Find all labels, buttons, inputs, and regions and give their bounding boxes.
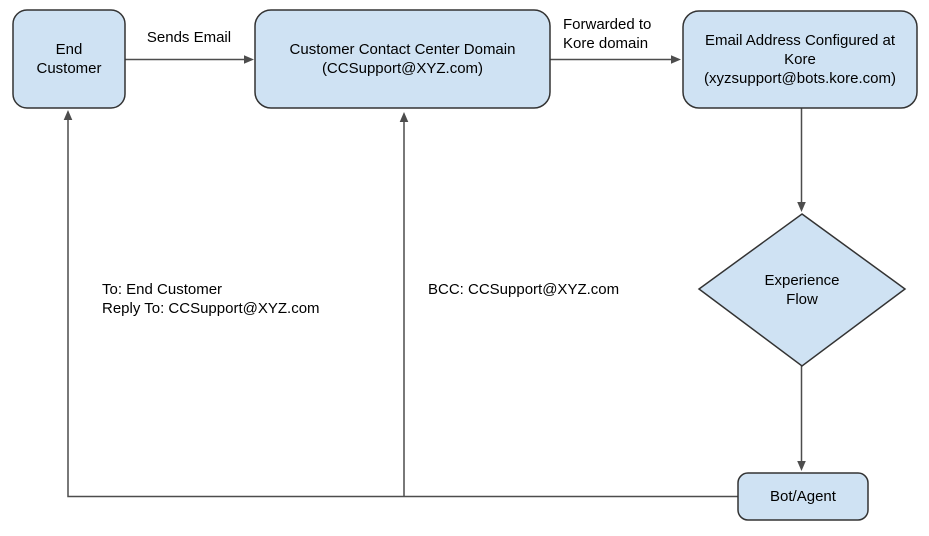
experience-flow-label-line1: Experience	[764, 272, 840, 289]
contact-center-label-line1: Customer Contact Center Domain	[289, 41, 516, 58]
contact-center-label-line2: (CCSupport@XYZ.com)	[321, 60, 484, 77]
end-customer-label: End Customer	[13, 10, 125, 108]
bot-agent-label-text: Bot/Agent	[770, 488, 836, 505]
contact-center-node	[254, 9, 551, 109]
kore-email-label: Email Address Configured at Kore (xyzsup…	[683, 11, 917, 108]
sends-email-arrow	[125, 55, 254, 64]
forwarded-to-kore-label: Forwarded to Kore domain	[563, 15, 651, 53]
sends-email-label: Sends Email	[146, 29, 232, 46]
bot-agent-node	[737, 472, 869, 521]
kore-email-label-line1: Email Address Configured at	[704, 32, 896, 49]
experience-to-bot-arrow	[797, 366, 806, 471]
reply-label-line1: To: End Customer	[102, 281, 223, 298]
forwarded-arrowhead	[671, 55, 681, 64]
kore-email-label-line2: Kore	[784, 51, 816, 68]
sends-email-arrowhead	[244, 55, 254, 64]
experience-to-bot-arrowhead	[797, 461, 806, 471]
forwarded-label-line1: Forwarded to	[563, 16, 652, 33]
return-to-customer-arrowhead	[63, 110, 73, 120]
experience-flow-decision	[697, 213, 907, 367]
end-customer-label-line1: End	[55, 41, 83, 58]
experience-flow-label: Experience Flow	[699, 214, 905, 366]
bcc-label: BCC: CCSupport@XYZ.com	[428, 281, 620, 298]
bot-to-contact-center-return-arrow	[399, 112, 409, 497]
kore-email-label-line3: (xyzsupport@bots.kore.com)	[704, 70, 896, 87]
kore-to-experience-arrow	[797, 108, 806, 212]
kore-email-node	[682, 10, 918, 109]
experience-flow-label-line2: Flow	[786, 291, 818, 308]
reply-routing-label: To: End Customer Reply To: CCSupport@XYZ…	[102, 280, 320, 318]
reply-label-line2: Reply To: CCSupport@XYZ.com	[102, 300, 320, 317]
forwarded-to-kore-arrow	[550, 55, 681, 64]
contact-center-label: Customer Contact Center Domain (CCSuppor…	[255, 10, 550, 108]
kore-to-experience-arrowhead	[797, 202, 806, 212]
forwarded-label-line2: Kore domain	[563, 35, 649, 52]
bot-to-end-customer-return-arrow	[63, 110, 738, 498]
return-to-contact-center-arrowhead	[399, 112, 409, 122]
end-customer-node	[12, 9, 126, 109]
end-customer-label-line2: Customer	[36, 60, 102, 77]
bot-agent-label: Bot/Agent	[738, 473, 868, 520]
